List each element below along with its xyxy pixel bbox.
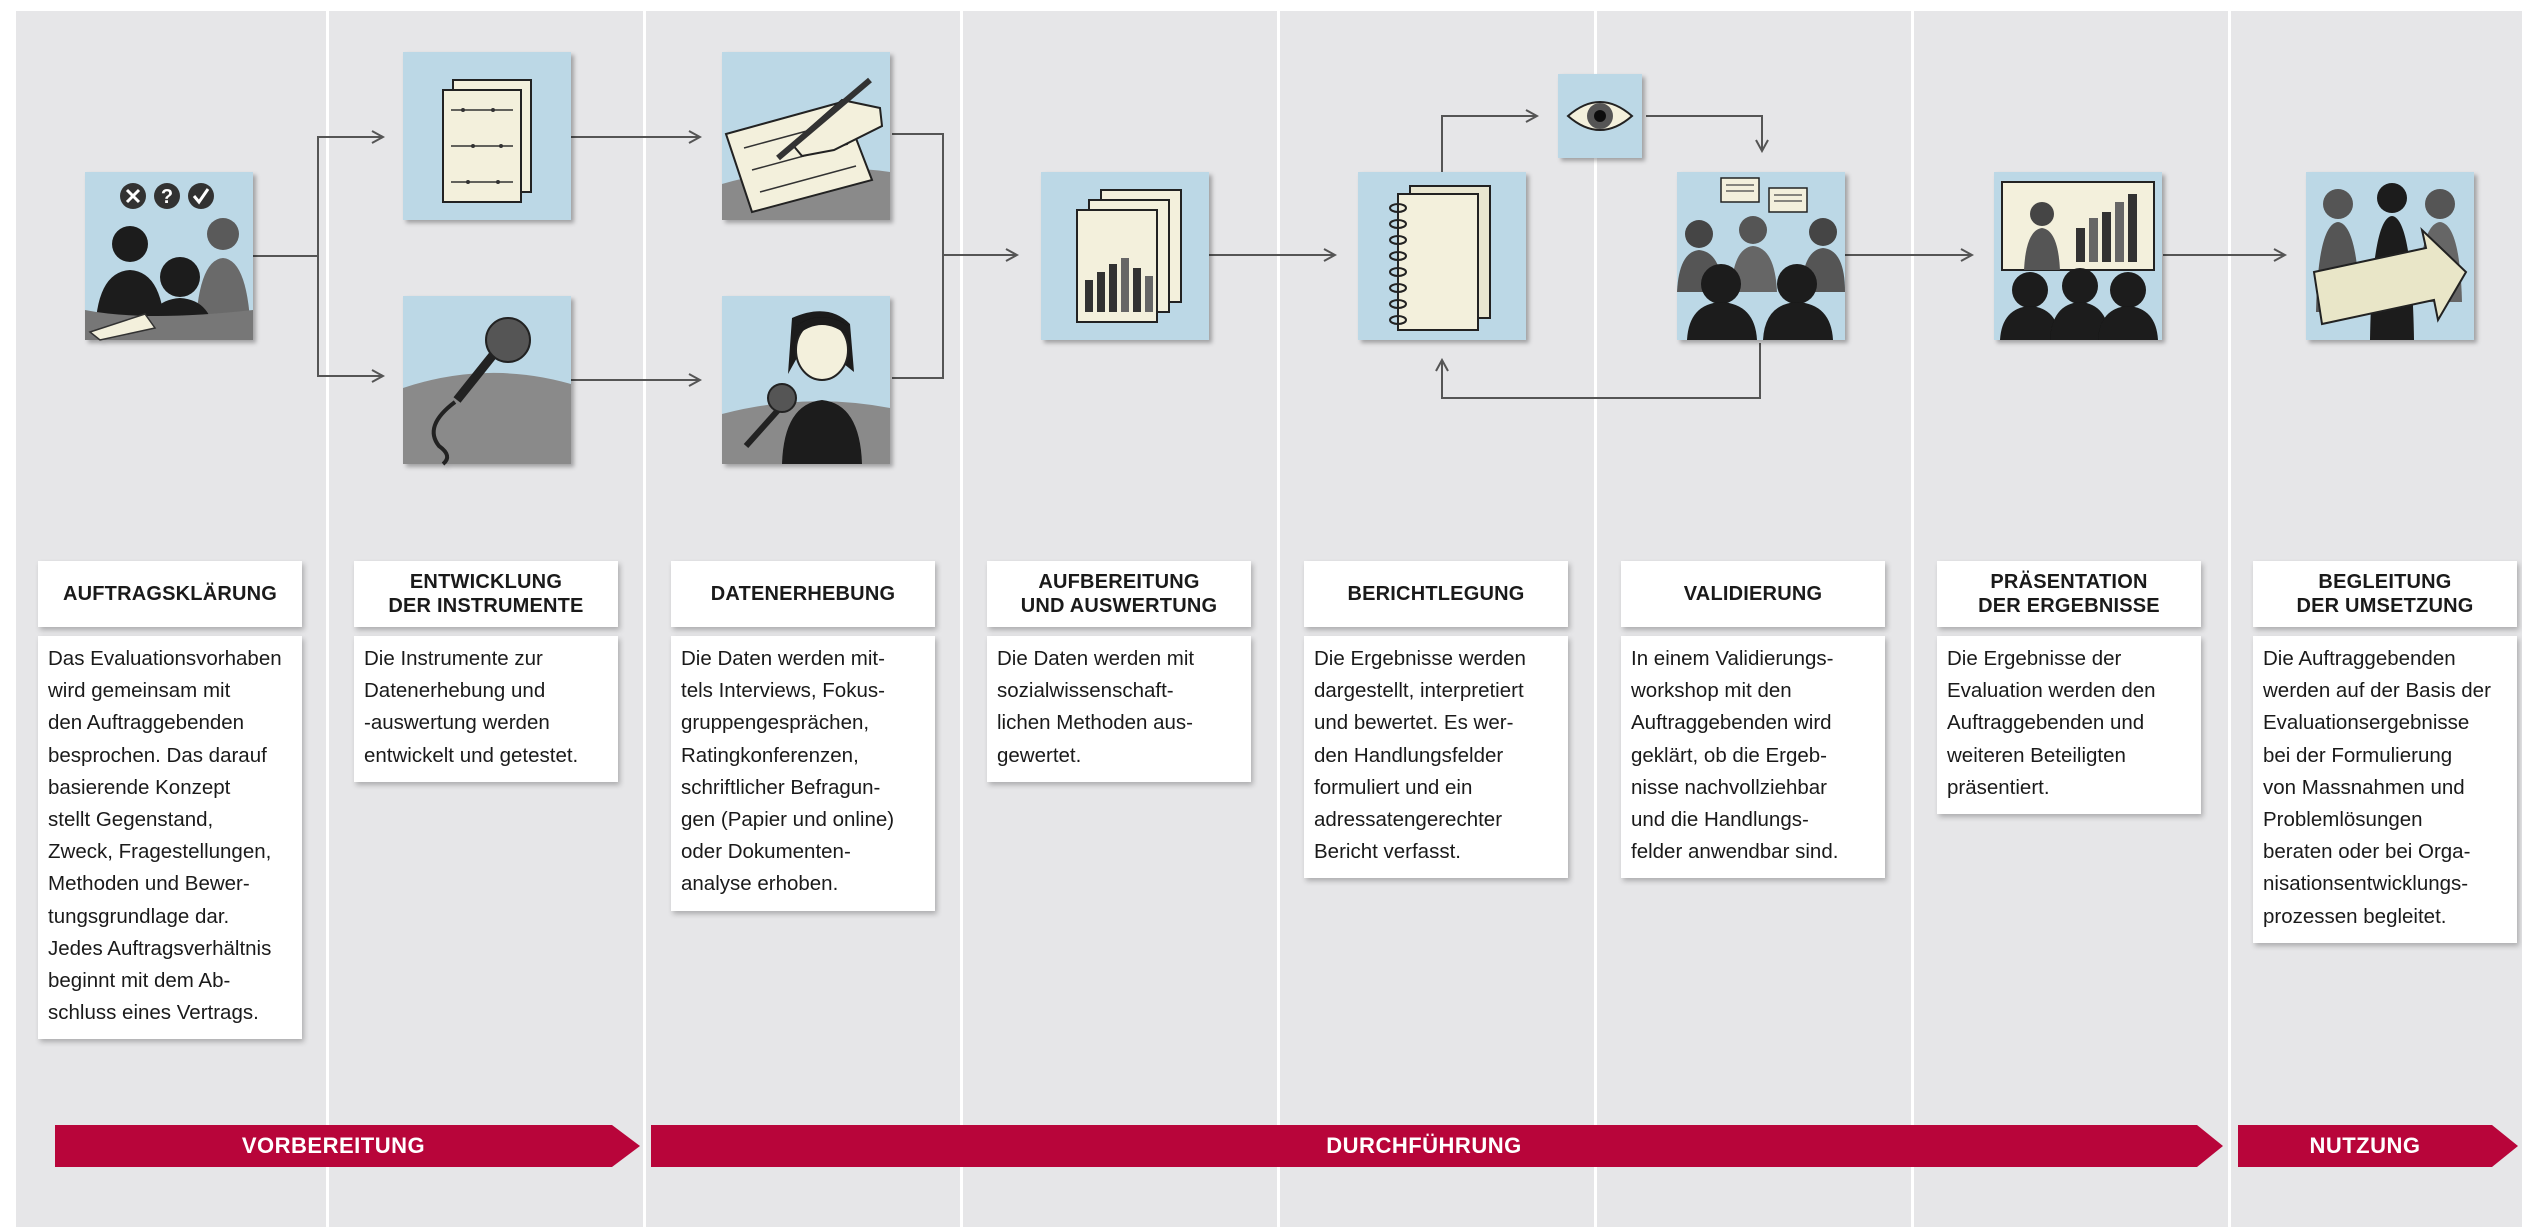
phase-nutzung: NUTZUNG [2238, 1125, 2492, 1167]
phase-tip-durchfuehrung [2197, 1125, 2223, 1167]
step-text-berichtlegung: Die Ergebnisse werden dargestellt, inter… [1304, 636, 1568, 879]
meeting-icon: ? [85, 172, 253, 341]
workshop-icon [1677, 172, 1845, 340]
step-text-praesentation: Die Ergebnisse der Evaluation werden den… [1937, 636, 2201, 815]
step-title-praesentation: PRÄSENTATION DER ERGEBNISSE [1937, 561, 2201, 627]
team-arrow-icon [2306, 172, 2474, 340]
phase-vorbereitung: VORBEREITUNG [55, 1125, 612, 1167]
arrow-to-documents [253, 137, 383, 257]
step-text-entwicklung: Die Instrumente zur Datenerhebung und -a… [354, 636, 618, 782]
documents-icon [403, 52, 571, 220]
step-title-datenerhebung: DATENERHEBUNG [671, 561, 935, 627]
presentation-icon [1994, 172, 2162, 340]
phase-tip-vorbereitung [612, 1125, 640, 1167]
step-title-auftragsklaerung: AUFTRAGSKLÄRUNG [38, 561, 302, 627]
step-text-datenerhebung: Die Daten werden mit- tels Interviews, F… [671, 636, 935, 911]
svg-text:?: ? [161, 186, 173, 208]
arrow-feedback-to-report [1442, 343, 1761, 399]
step-title-entwicklung: ENTWICKLUNG DER INSTRUMENTE [354, 561, 618, 627]
microphone-icon [403, 296, 571, 466]
arrow-to-microphone [317, 256, 383, 376]
data-analysis-icon [1041, 172, 1209, 340]
phase-durchfuehrung: DURCHFÜHRUNG [651, 1125, 2197, 1167]
step-title-begleitung: BEGLEITUNG DER UMSETZUNG [2253, 561, 2517, 627]
writing-hand-icon [722, 52, 890, 220]
step-title-aufbereitung: AUFBEREITUNG UND AUSWERTUNG [987, 561, 1251, 627]
step-title-berichtlegung: BERICHTLEGUNG [1304, 561, 1568, 627]
arrow-to-workshop [1646, 115, 1762, 151]
step-title-validierung: VALIDIERUNG [1621, 561, 1885, 627]
connector-interview [892, 255, 944, 379]
step-text-validierung: In einem Validierungs- workshop mit den … [1621, 636, 1885, 879]
interview-icon [722, 296, 890, 464]
step-text-begleitung: Die Auftraggebenden werden auf der Basis… [2253, 636, 2517, 943]
connector-writing [892, 133, 944, 255]
phase-tip-nutzung [2492, 1125, 2518, 1167]
arrow-to-eye [1441, 116, 1537, 172]
step-text-auftragsklaerung: Das Evaluationsvorhaben wird gemeinsam m… [38, 636, 302, 1040]
notebook-icon [1358, 172, 1526, 340]
eye-icon [1558, 74, 1642, 158]
step-text-aufbereitung: Die Daten werden mit sozialwissenschaft-… [987, 636, 1251, 782]
